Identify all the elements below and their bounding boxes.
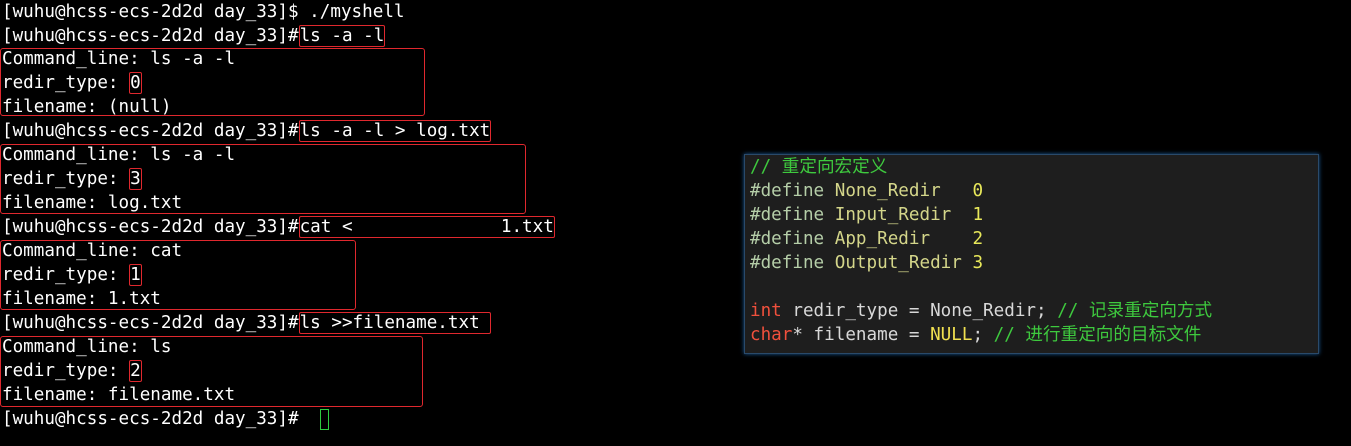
macro-value: 3 [972, 253, 984, 273]
text-cursor[interactable] [320, 409, 329, 430]
redir-type-label: redir_type: [2, 73, 130, 93]
redir-type-value: 0 [129, 72, 142, 94]
filename-output: filename: (null) [2, 97, 172, 117]
define-keyword: #define [750, 253, 825, 273]
redir-type-declaration: int redir_type = None_Redir; // 记录重定向方式 [750, 299, 1212, 323]
redir-type-label: redir_type: [2, 169, 130, 189]
shell-launch-line: [wuhu@hcss-ecs-2d2d day_33]$ ./myshell [2, 0, 405, 24]
prompt-line: [wuhu@hcss-ecs-2d2d day_33]#ls -a -l [2, 24, 386, 48]
command-text: ls >>filename.txt [298, 312, 492, 334]
prompt: [wuhu@hcss-ecs-2d2d day_33] [2, 121, 288, 141]
macro-value: 1 [972, 205, 984, 225]
prompt-symbol: # [288, 313, 299, 333]
command-line-output: Command_line: ls [2, 337, 172, 357]
prompt-line: [wuhu@hcss-ecs-2d2d day_33]#cat < 1.txt [2, 215, 555, 239]
macro-name: Output_Redir [824, 253, 973, 273]
macro-value: 0 [972, 181, 984, 201]
filename-output: filename: filename.txt [2, 385, 236, 405]
prompt: [wuhu@hcss-ecs-2d2d day_33] [2, 2, 288, 22]
prompt-symbol: # [288, 121, 299, 141]
command-text: cat < 1.txt [298, 216, 555, 238]
redir-type-label: redir_type: [2, 361, 130, 381]
command-text: ls -a -l [298, 25, 386, 47]
redir-type-output: redir_type: 2 [2, 359, 142, 383]
prompt-symbol: $ [288, 2, 299, 22]
define-line: #define Output_Redir 3 [750, 251, 983, 275]
define-line: #define Input_Redir 1 [750, 203, 983, 227]
redir-type-value: 3 [129, 168, 142, 190]
prompt-symbol: # [288, 26, 299, 46]
filename-output: filename: log.txt [2, 193, 183, 213]
code-comment: // 记录重定向方式 [1057, 301, 1213, 321]
prompt-line: [wuhu@hcss-ecs-2d2d day_33]#ls >>filenam… [2, 311, 492, 335]
define-keyword: #define [750, 205, 825, 225]
redir-type-output: redir_type: 0 [2, 71, 142, 95]
code-snippet-panel: // 重定向宏定义 #define None_Redir 0 #define I… [744, 154, 1319, 354]
terminal-output: [wuhu@hcss-ecs-2d2d day_33]$ ./myshell [… [0, 0, 742, 446]
code-comment: // 进行重定向的目标文件 [993, 325, 1202, 345]
redir-type-output: redir_type: 1 [2, 263, 142, 287]
type-keyword: char [750, 325, 793, 345]
code-comment: // 重定向宏定义 [750, 157, 888, 177]
declaration-body: redir_type = None_Redir; [781, 301, 1058, 321]
semicolon: ; [972, 325, 994, 345]
define-line: #define App_Redir 2 [750, 227, 983, 251]
define-keyword: #define [750, 181, 825, 201]
define-line: #define None_Redir 0 [750, 179, 983, 203]
macro-name: App_Redir [824, 229, 973, 249]
macro-name: None_Redir [824, 181, 973, 201]
prompt: [wuhu@hcss-ecs-2d2d day_33] [2, 26, 288, 46]
prompt-symbol: # [288, 217, 299, 237]
macro-value: 2 [972, 229, 984, 249]
declaration-body: * filename = [792, 325, 931, 345]
command-text: ./myshell [298, 2, 405, 22]
prompt: [wuhu@hcss-ecs-2d2d day_33] [2, 409, 288, 429]
prompt: [wuhu@hcss-ecs-2d2d day_33] [2, 313, 288, 333]
command-line-output: Command_line: cat [2, 241, 183, 261]
null-literal: NULL [930, 325, 973, 345]
define-keyword: #define [750, 229, 825, 249]
command-text: ls -a -l > log.txt [298, 120, 492, 142]
redir-type-value: 1 [129, 264, 142, 286]
type-keyword: int [750, 301, 782, 321]
prompt-line: [wuhu@hcss-ecs-2d2d day_33]#ls -a -l > l… [2, 119, 492, 143]
macro-name: Input_Redir [824, 205, 973, 225]
active-prompt-line[interactable]: [wuhu@hcss-ecs-2d2d day_33]# [2, 407, 309, 431]
command-line-output: Command_line: ls -a -l [2, 145, 236, 165]
redir-type-value: 2 [129, 360, 142, 382]
filename-declaration: char* filename = NULL; // 进行重定向的目标文件 [750, 323, 1201, 347]
redir-type-label: redir_type: [2, 265, 130, 285]
filename-output: filename: 1.txt [2, 289, 161, 309]
command-line-output: Command_line: ls -a -l [2, 49, 236, 69]
redir-type-output: redir_type: 3 [2, 167, 142, 191]
prompt-symbol: # [288, 409, 299, 429]
prompt: [wuhu@hcss-ecs-2d2d day_33] [2, 217, 288, 237]
